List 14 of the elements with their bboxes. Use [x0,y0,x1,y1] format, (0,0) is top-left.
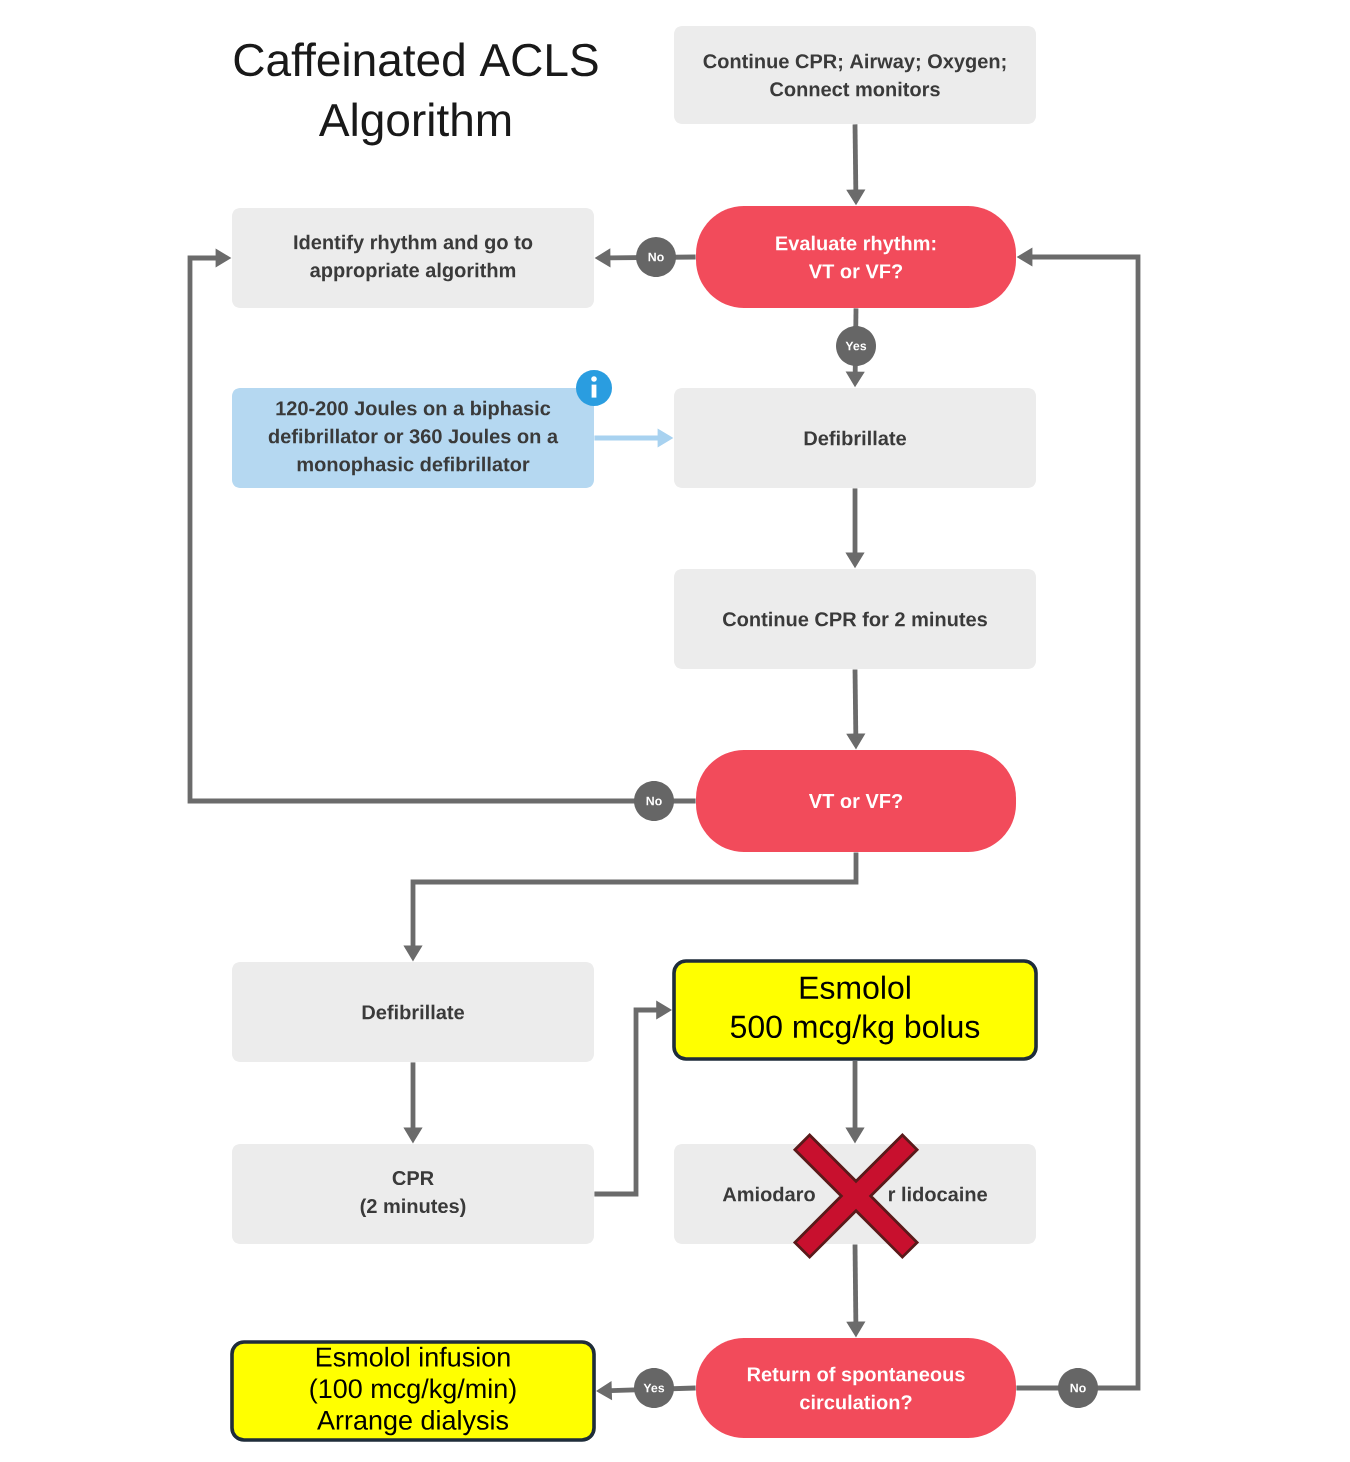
process-box: Defibrillate [674,388,1036,488]
process-box: Defibrillate [232,962,594,1062]
highlight-box: Esmolol 500 mcg/kg bolus [672,959,1038,1061]
title: Caffeinated ACLS Algorithm [234,42,598,146]
decision-pill: Evaluate rhythm: VT or VF? [696,206,1016,308]
highlight-box: Esmolol infusion (100 mcg/kg/min) Arrange dialysis [230,1340,596,1442]
process-box: Continue CPR for 2 minutes [674,569,1036,669]
arrow [187,248,696,804]
decision-pill: VT or VF? [696,750,1016,852]
note-box: 120-200 Joules on a biphasic defibrillator or 360 Joules on a monophasic defibrillator [232,388,594,488]
decision-pill: Return of spontaneous circulation? [696,1338,1016,1438]
process-box: Continue CPR; Airway; Oxygen; Connect monitors [674,26,1036,124]
process-box: CPR (2 minutes) [232,1144,594,1244]
process-box: Identify rhythm and go to appropriate algorithm [232,208,594,308]
